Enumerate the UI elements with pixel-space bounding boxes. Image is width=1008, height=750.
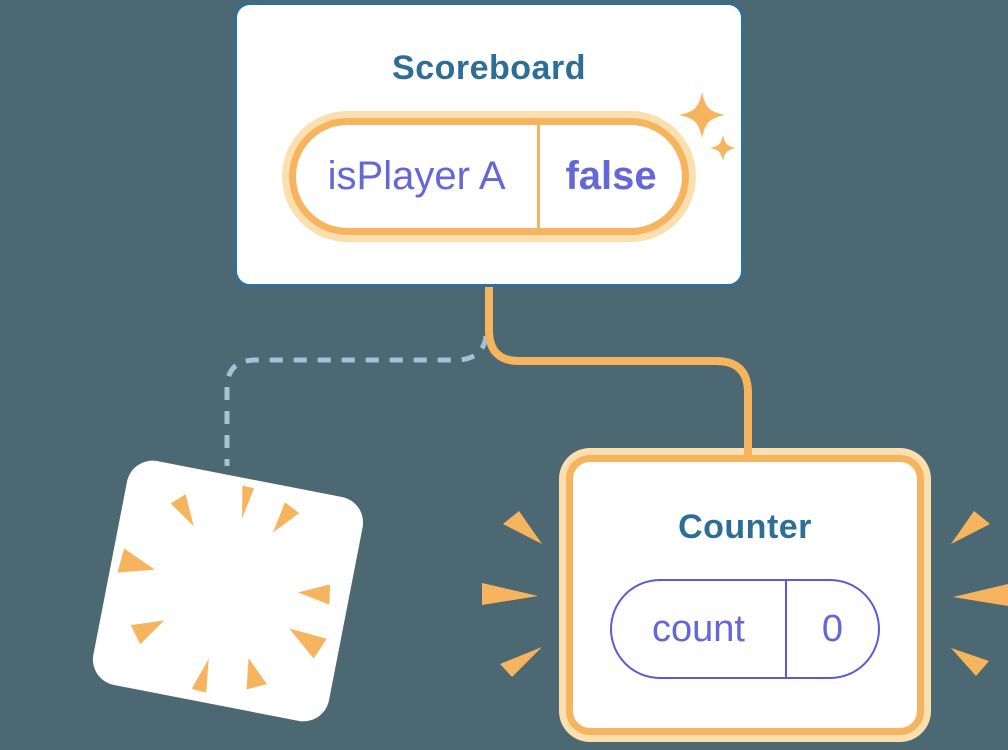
counter-title: Counter: [678, 508, 812, 546]
solid-connector-line: [485, 287, 752, 458]
emphasis-burst-right-icon: [951, 511, 1008, 676]
scoreboard-state-key: isPlayer A: [327, 154, 506, 198]
pill-divider: [537, 125, 541, 228]
scoreboard-title: Scoreboard: [392, 49, 586, 87]
counter-state-value: 0: [821, 607, 844, 650]
emphasis-burst-left-icon: [482, 511, 542, 677]
scoreboard-card: Scoreboard isPlayer A false: [234, 2, 744, 287]
counter-state-key: count: [652, 607, 745, 650]
scoreboard-state-value: false: [565, 154, 657, 198]
poof-rays: [117, 485, 331, 693]
poof-destroyed-component-icon: [88, 456, 368, 726]
counter-state-pill: count 0: [610, 579, 880, 679]
scoreboard-state-pill: isPlayer A false: [289, 118, 689, 235]
counter-card: Counter count 0: [566, 455, 924, 735]
dashed-connector-line: [224, 335, 489, 466]
pill-divider: [784, 581, 787, 677]
